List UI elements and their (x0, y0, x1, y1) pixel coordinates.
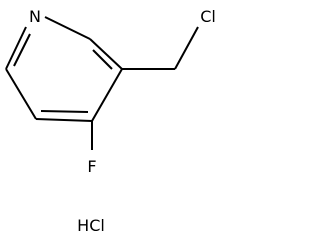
bond-c6-n-inner (13, 33, 31, 67)
bond-c4-c5-outer (35, 118, 93, 122)
molecule-structure-diagram: N Cl F HCl (5, 7, 216, 235)
bond-c2-c3-outer (89, 38, 123, 70)
nitrogen-atom-label: N (29, 7, 41, 26)
bond-c5-c6 (5, 68, 37, 120)
bond-c6-n-outer (5, 26, 27, 70)
bond-n-c2 (44, 16, 91, 40)
hcl-counterion-label: HCl (77, 216, 105, 235)
fluorine-atom-label: F (87, 157, 96, 176)
bond-c2-c3-inner (92, 49, 113, 70)
chlorine-atom-label: Cl (200, 7, 216, 26)
bond-c4-c5-inner (40, 110, 89, 113)
bond-c3-c4 (91, 68, 123, 122)
bond-ch2-cl (174, 26, 199, 70)
